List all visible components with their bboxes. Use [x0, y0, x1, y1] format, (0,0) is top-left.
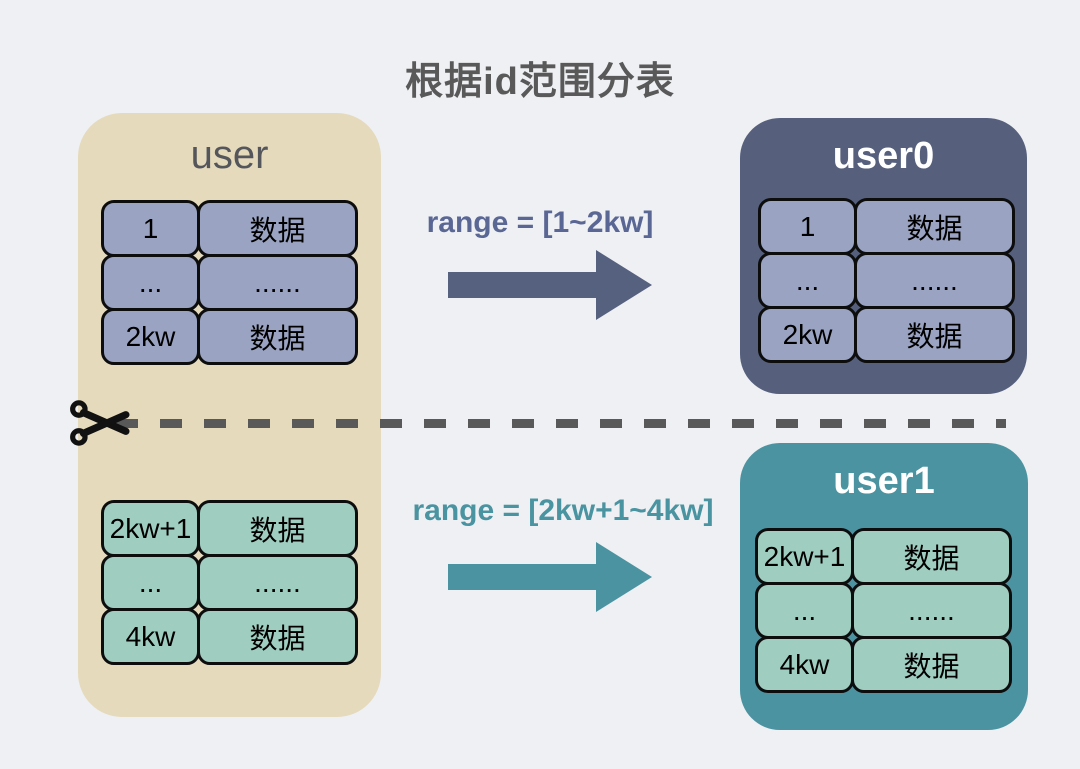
source-table-panel: user 1 数据 ... ...... 2kw 数据 2kw+1 数据 ...… — [78, 113, 381, 717]
source-upper-rows-table: 1 数据 ... ...... 2kw 数据 — [101, 200, 358, 365]
table-row: 4kw 数据 — [755, 636, 1012, 693]
id-cell: ... — [758, 252, 857, 309]
source-table-title: user — [190, 133, 269, 177]
data-cell: ...... — [197, 254, 358, 311]
table-row: ... ...... — [101, 554, 358, 611]
table-row: 4kw 数据 — [101, 608, 358, 665]
table-row: 2kw 数据 — [758, 306, 1015, 363]
arrow-right-icon — [448, 542, 652, 612]
table-row: ... ...... — [101, 254, 358, 311]
page-title: 根据id范围分表 — [405, 61, 675, 103]
data-cell: 数据 — [197, 500, 358, 557]
data-cell: 数据 — [851, 528, 1012, 585]
arrow-right-icon — [448, 250, 652, 320]
id-cell: 1 — [101, 200, 200, 257]
shard0-title: user0 — [832, 135, 935, 177]
cut-dashed-line — [116, 419, 1006, 428]
data-cell: ...... — [851, 582, 1012, 639]
data-cell: 数据 — [854, 306, 1015, 363]
shard1-table: 2kw+1 数据 ... ...... 4kw 数据 — [755, 528, 1012, 693]
table-row: 2kw+1 数据 — [101, 500, 358, 557]
source-lower-rows-table: 2kw+1 数据 ... ...... 4kw 数据 — [101, 500, 358, 665]
id-cell: 4kw — [101, 608, 200, 665]
data-cell: 数据 — [851, 636, 1012, 693]
range-label-bottom: range = [2kw+1~4kw] — [412, 494, 714, 527]
id-cell: ... — [101, 254, 200, 311]
id-cell: 2kw+1 — [101, 500, 200, 557]
scissors-icon — [70, 400, 130, 446]
data-cell: 数据 — [197, 308, 358, 365]
data-cell: 数据 — [197, 608, 358, 665]
id-cell: 2kw — [101, 308, 200, 365]
table-row: ... ...... — [755, 582, 1012, 639]
table-row: 2kw 数据 — [101, 308, 358, 365]
shard0-panel: user0 1 数据 ... ...... 2kw 数据 — [740, 118, 1027, 394]
data-cell: ...... — [197, 554, 358, 611]
id-cell: 2kw — [758, 306, 857, 363]
shard1-panel: user1 2kw+1 数据 ... ...... 4kw 数据 — [740, 443, 1028, 730]
table-row: 1 数据 — [101, 200, 358, 257]
shard1-title: user1 — [833, 460, 935, 502]
shard0-table: 1 数据 ... ...... 2kw 数据 — [758, 198, 1015, 363]
table-row: 2kw+1 数据 — [755, 528, 1012, 585]
data-cell: 数据 — [854, 198, 1015, 255]
table-row: 1 数据 — [758, 198, 1015, 255]
range-label-top: range = [1~2kw] — [426, 206, 654, 239]
data-cell: 数据 — [197, 200, 358, 257]
id-cell: 4kw — [755, 636, 854, 693]
id-cell: ... — [101, 554, 200, 611]
id-cell: 2kw+1 — [755, 528, 854, 585]
id-cell: ... — [755, 582, 854, 639]
table-row: ... ...... — [758, 252, 1015, 309]
data-cell: ...... — [854, 252, 1015, 309]
id-cell: 1 — [758, 198, 857, 255]
